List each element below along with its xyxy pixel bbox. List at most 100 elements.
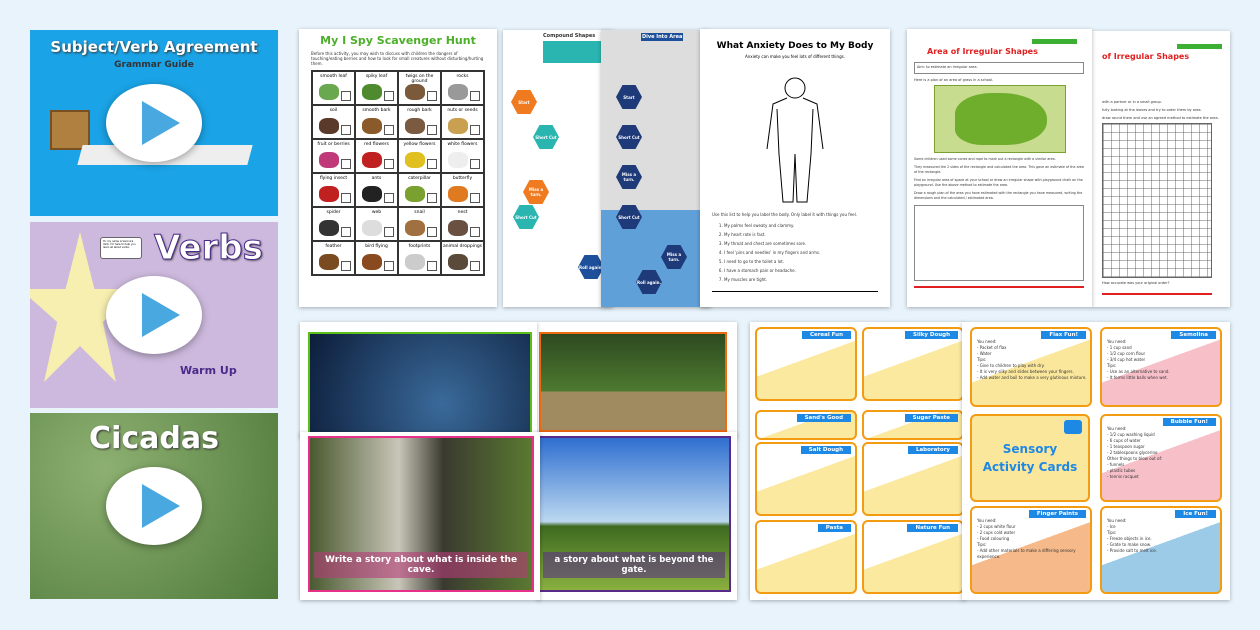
worksheet-instruction: Use this list to help you label the body… — [712, 212, 857, 217]
ispy-item[interactable]: butterfly — [441, 173, 484, 207]
checkbox[interactable] — [427, 125, 437, 135]
ispy-item[interactable]: rough bark — [398, 105, 441, 139]
item-picture — [448, 84, 468, 100]
item-picture — [319, 220, 339, 236]
checkbox[interactable] — [341, 227, 351, 237]
ispy-item[interactable]: flying insect — [312, 173, 355, 207]
activity-card[interactable]: Salt Dough — [755, 442, 857, 516]
activity-card[interactable]: Cereal Fun — [755, 327, 857, 401]
grid-paper — [1102, 123, 1212, 278]
activity-card[interactable]: Laboratory — [862, 442, 964, 516]
ispy-item[interactable]: smooth bark — [355, 105, 398, 139]
checkbox[interactable] — [427, 159, 437, 169]
video-cicadas[interactable]: Cicadas — [30, 413, 278, 599]
ispy-item[interactable]: nuts or seeds — [441, 105, 484, 139]
ispy-item[interactable]: web — [355, 207, 398, 241]
ispy-item[interactable]: smooth leaf — [312, 71, 355, 105]
item-picture — [405, 152, 425, 168]
ispy-item[interactable]: twigs on the ground — [398, 71, 441, 105]
story-card-cave[interactable]: Write a story about what is inside the c… — [300, 432, 540, 600]
anxiety-worksheet[interactable]: What Anxiety Does to My Body Anxiety can… — [700, 29, 890, 307]
feelings-list: My palms feel sweaty and clammy.My heart… — [724, 221, 820, 284]
ispy-item[interactable]: ants — [355, 173, 398, 207]
checkbox[interactable] — [341, 261, 351, 271]
video-subject-verb-agreement[interactable]: Subject/Verb Agreement Grammar Guide — [30, 30, 278, 216]
area-worksheet-page-2[interactable]: of Irregular Shapes with a partner or in… — [1092, 31, 1230, 307]
instruction-paragraph: Draw a rough plan of the area you have e… — [914, 190, 1083, 201]
activity-card[interactable]: Nature Fun — [862, 520, 964, 594]
ispy-item[interactable]: animal droppings — [441, 241, 484, 275]
game-space: Short Cut — [513, 205, 539, 229]
play-button[interactable] — [106, 84, 202, 162]
activity-card[interactable]: Sand's Good — [755, 410, 857, 440]
story-card-road[interactable] — [537, 322, 737, 438]
ispy-item[interactable]: spiky leaf — [355, 71, 398, 105]
activity-card[interactable]: Bubble Fun!You need: - 1/2 cup washing l… — [1100, 414, 1222, 502]
ispy-item[interactable]: red flowers — [355, 139, 398, 173]
checkbox[interactable] — [341, 193, 351, 203]
story-card-fish[interactable] — [300, 322, 537, 438]
video-subtitle: Grammar Guide — [114, 60, 194, 70]
checkbox[interactable] — [384, 159, 394, 169]
ispy-item[interactable]: yellow flowers — [398, 139, 441, 173]
badge — [1032, 39, 1077, 44]
video-verbs[interactable]: Hi, my name is Veronica Verb. I'm here t… — [30, 222, 278, 408]
ispy-item[interactable]: snail — [398, 207, 441, 241]
ispy-item[interactable]: white flowers — [441, 139, 484, 173]
checkbox[interactable] — [470, 227, 480, 237]
checkbox[interactable] — [427, 193, 437, 203]
feeling-item: My palms feel sweaty and clammy. — [724, 221, 820, 230]
checkbox[interactable] — [341, 91, 351, 101]
ispy-item[interactable]: soil — [312, 105, 355, 139]
checkbox[interactable] — [427, 261, 437, 271]
ispy-item[interactable]: bird flying — [355, 241, 398, 275]
card-title: Pasta — [817, 524, 851, 532]
checkbox[interactable] — [427, 91, 437, 101]
ispy-item[interactable]: spider — [312, 207, 355, 241]
story-card-gate[interactable]: a story about what is beyond the gate. — [537, 432, 737, 600]
checkbox[interactable] — [427, 227, 437, 237]
ispy-item[interactable]: caterpillar — [398, 173, 441, 207]
checkbox[interactable] — [470, 261, 480, 271]
activity-card[interactable]: Silky Dough — [862, 327, 964, 401]
card-title: Silky Dough — [904, 331, 958, 339]
checkbox[interactable] — [470, 125, 480, 135]
sensory-cards-sheet-front[interactable]: Sensory Activity Cards Flax Fun!You need… — [962, 322, 1230, 600]
ispy-worksheet[interactable]: My I Spy Scavenger Hunt Before this acti… — [299, 29, 497, 307]
activity-card[interactable]: Sugar Paste — [862, 410, 964, 440]
checkbox[interactable] — [470, 91, 480, 101]
card-text: You need: - Packet of flax - Water Tips:… — [977, 339, 1087, 380]
checkbox[interactable] — [341, 159, 351, 169]
footer-question: How accurate was your original order? — [1102, 281, 1170, 285]
ispy-item[interactable]: footprints — [398, 241, 441, 275]
checkbox[interactable] — [341, 125, 351, 135]
checkbox[interactable] — [384, 125, 394, 135]
activity-card[interactable]: Ice Fun!You need: - Ice Tips: - Freeze o… — [1100, 506, 1222, 594]
checkbox[interactable] — [384, 91, 394, 101]
game-title: Dive Into Area — [641, 33, 684, 41]
ispy-item[interactable]: feather — [312, 241, 355, 275]
ispy-item[interactable]: nest — [441, 207, 484, 241]
activity-card[interactable]: Flax Fun!You need: - Packet of flax - Wa… — [970, 327, 1092, 407]
answer-box[interactable] — [914, 205, 1084, 281]
bookshelf-illustration — [50, 110, 90, 150]
ispy-item[interactable]: rocks — [441, 71, 484, 105]
checkbox[interactable] — [470, 159, 480, 169]
activity-card[interactable]: Pasta — [755, 520, 857, 594]
ispy-item[interactable]: fruit or berries — [312, 139, 355, 173]
checkbox[interactable] — [470, 193, 480, 203]
card-title: Bubble Fun! — [1162, 418, 1216, 426]
checkbox[interactable] — [384, 193, 394, 203]
area-worksheet[interactable]: Area of Irregular Shapes Aim: to estimat… — [907, 29, 1092, 307]
checkbox[interactable] — [384, 227, 394, 237]
play-button[interactable] — [106, 276, 202, 354]
play-button[interactable] — [106, 467, 202, 545]
checkbox[interactable] — [384, 261, 394, 271]
sensory-cover-card[interactable]: Sensory Activity Cards — [970, 414, 1090, 502]
